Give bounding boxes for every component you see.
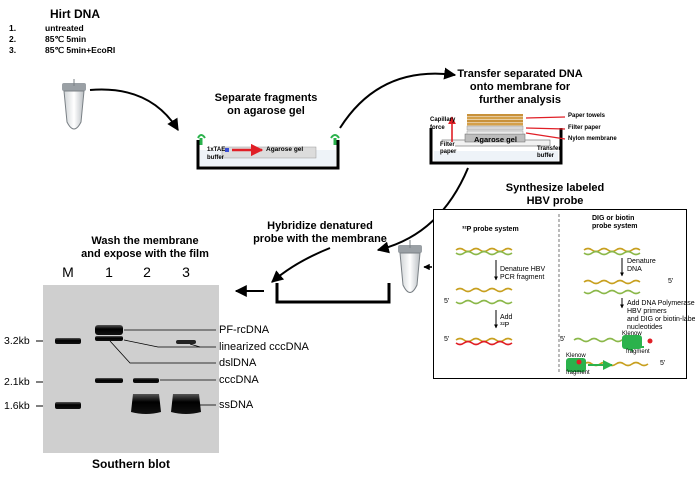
capillary-line2: force — [430, 125, 445, 131]
dig-title-line1: DIG or biotin — [592, 215, 635, 222]
dig-title-line2: probe system — [592, 223, 638, 230]
hybridization-tray-icon — [275, 283, 391, 304]
strand-end-right-3: 5' — [660, 360, 666, 367]
gel-tray-icon — [196, 134, 340, 170]
strand-end-left-2: 5' — [444, 336, 450, 343]
arrow-to-gel — [89, 88, 179, 132]
p32-step1-line1: Denature HBV — [500, 266, 546, 273]
capillary-line1: Capillary — [430, 117, 456, 123]
dig-step2-line2: HBV primers — [627, 308, 667, 315]
transfer-buffer-line2: buffer — [537, 153, 554, 159]
blot-caption: Southern blot — [92, 457, 170, 471]
hirt-title: Hirt DNA — [50, 7, 100, 21]
band-label-dsldna: dslDNA — [219, 357, 257, 369]
p32-step2-line2: ³²P — [500, 322, 510, 329]
dig-step2-line1: Add DNA Polymerase, — [627, 300, 695, 307]
probe-systems-box: ³²P probe system Denature HBV PCR fragme… — [433, 209, 695, 379]
hirt-item-2-num: 2. — [9, 34, 17, 44]
klenow-label-2: Klenow — [566, 353, 586, 359]
transfer-title-line3: further analysis — [479, 94, 561, 106]
p32-step1-line2: PCR fragment — [500, 274, 545, 281]
dig-step1-line1: Denature — [627, 258, 656, 265]
strand-end-left-1: 5' — [444, 298, 450, 305]
probe-tube-icon — [398, 240, 422, 293]
lane-label-1: 1 — [105, 264, 113, 280]
size-marker-1-6kb: 1.6kb — [4, 400, 30, 412]
blot-panel — [36, 285, 219, 453]
arrow-to-hybridize — [376, 167, 469, 254]
strand-end-right-2: 5' — [560, 336, 566, 343]
hirt-item-3-text: 85℃ 5min+EcoRI — [45, 45, 116, 55]
size-marker-3-2kb: 3.2kb — [4, 335, 30, 347]
band-label-pf-rcdna: PF-rcDNA — [219, 324, 270, 336]
probe-systems-art — [455, 214, 653, 374]
band-label-ssdna: ssDNA — [219, 399, 254, 411]
hirt-item-2-text: 85℃ 5min — [45, 34, 87, 44]
p32-title: ³²P probe system — [462, 226, 519, 233]
filter-paper-label: Filter paper — [568, 125, 601, 131]
band-label-linearized-cccdna: linearized cccDNA — [219, 341, 309, 353]
lane-label-3: 3 — [182, 264, 190, 280]
hybridize-title-line2: probe with the membrane — [253, 233, 387, 245]
klenow-label-1: Klenow — [622, 331, 642, 337]
separate-title-line1: Separate fragments — [214, 92, 318, 104]
filter-left-line2: paper — [440, 149, 457, 155]
separate-title-line2: on agarose gel — [227, 105, 305, 117]
lane-label-m: M — [62, 264, 74, 280]
p32-step2-line1: Add — [500, 314, 513, 321]
wash-title-line2: and expose with the film — [81, 248, 209, 260]
probe-title-line2: HBV probe — [526, 195, 584, 207]
arrow-to-tray — [271, 247, 331, 283]
dig-step2-line3: and DIG or biotin-labeled — [627, 316, 695, 323]
nylon-label: Nylon membrane — [568, 136, 617, 142]
hirt-item-1-num: 1. — [9, 23, 17, 33]
transfer-stack-icon — [429, 114, 566, 165]
band-label-cccdna: cccDNA — [219, 374, 259, 386]
microtube-icon — [62, 79, 86, 130]
transfer-title-line2: onto membrane for — [469, 81, 571, 93]
gel-buffer-line1: 1xTAE — [207, 147, 226, 153]
dig-step1-line2: DNA — [627, 266, 642, 273]
gel-label: Agarose gel — [266, 146, 304, 153]
hirt-item-3-num: 3. — [9, 45, 17, 55]
hybridize-title-line1: Hybridize denatured — [267, 220, 373, 232]
hirt-item-1-text: untreated — [45, 23, 84, 33]
dig-step2-line4: nucleotides — [627, 324, 663, 331]
filter-left-line1: Filter — [440, 142, 455, 148]
paper-towels-label: Paper towels — [568, 113, 606, 119]
arrow-to-transfer — [339, 67, 457, 129]
transfer-buffer-line1: Transfer — [537, 146, 561, 152]
fragment-label-1: fragment — [626, 349, 650, 355]
lane-label-2: 2 — [143, 264, 151, 280]
wash-title-line1: Wash the membrane — [91, 235, 199, 247]
stack-gel-label: Agarose gel — [474, 135, 517, 144]
strand-end-right-1: 5' — [668, 278, 674, 285]
probe-title-line1: Synthesize labeled — [505, 182, 605, 194]
transfer-title-line1: Transfer separated DNA — [457, 68, 583, 80]
fragment-label-2: fragment — [566, 370, 590, 376]
gel-buffer-line2: buffer — [207, 155, 224, 161]
size-marker-2-1kb: 2.1kb — [4, 376, 30, 388]
